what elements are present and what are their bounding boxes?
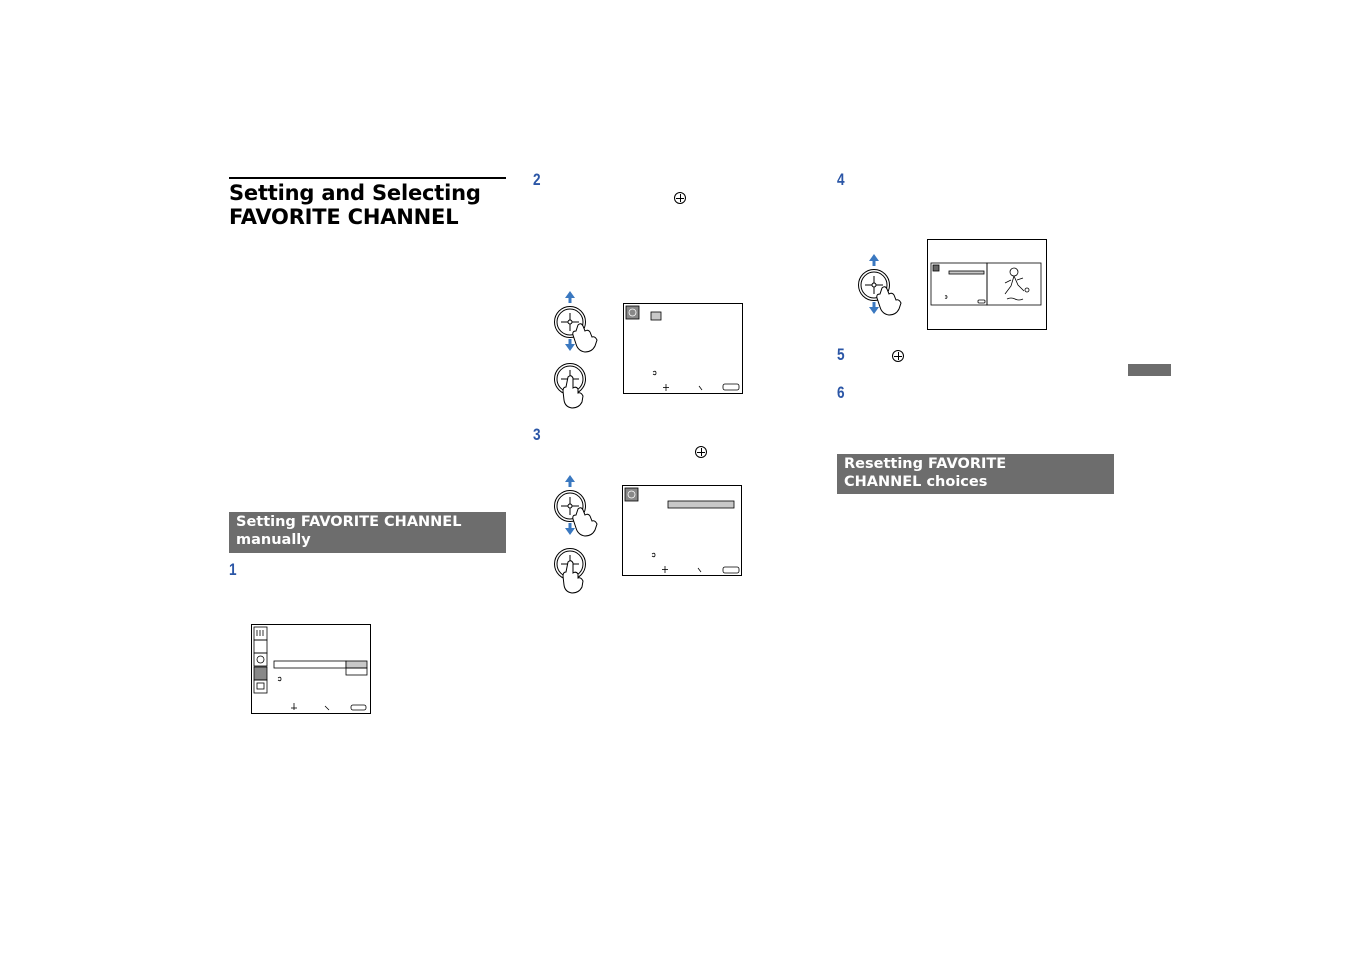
step-number-3: 3: [533, 425, 541, 444]
tv-menu-screen-step2: [623, 303, 743, 394]
menu-screen-graphics: [253, 626, 367, 710]
section-manual-line1: Setting FAVORITE CHANNEL: [236, 514, 462, 530]
tv-screen-step4: [927, 239, 1047, 330]
joystick-hand-icon: [554, 548, 586, 594]
page-title-line2: FAVORITE CHANNEL: [229, 205, 459, 229]
joystick-hand-icon: [858, 269, 902, 316]
arrow-down-icon: [869, 302, 879, 314]
section-header-manual: Setting FAVORITE CHANNEL manually: [229, 512, 506, 553]
joystick-up-down-step4: [858, 254, 902, 316]
enter-button-icon: [892, 350, 904, 362]
step-number-5: 5: [837, 345, 845, 364]
section-reset-line1: Resetting FAVORITE: [844, 456, 1007, 472]
arrow-up-icon: [565, 475, 575, 487]
arrow-down-icon: [565, 523, 575, 535]
step-number-2: 2: [533, 170, 541, 189]
joystick-up-down-step3: [554, 475, 598, 537]
section-reset-line2: CHANNEL choices: [844, 474, 988, 490]
joystick-press-step3: [554, 548, 586, 594]
tv-menu-screen-step1: [251, 624, 371, 714]
step4-screen-graphics: [930, 262, 1041, 305]
tv-menu-screen-step3: [622, 485, 742, 576]
enter-button-icon: [695, 446, 707, 458]
step-number-4: 4: [837, 170, 845, 189]
step-number-6: 6: [837, 383, 845, 402]
step-number-1: 1: [229, 560, 237, 579]
arrow-up-icon: [565, 291, 575, 303]
title-rule: [229, 177, 506, 179]
joystick-up-down-step2: [554, 291, 598, 353]
arrow-up-icon: [869, 254, 879, 266]
joystick-hand-icon: [554, 490, 598, 537]
joystick-hand-icon: [554, 306, 598, 353]
section-header-reset: Resetting FAVORITE CHANNEL choices: [837, 454, 1114, 494]
section-manual-line2: manually: [236, 532, 311, 548]
joystick-press-step2: [554, 363, 586, 409]
step2-screen-graphics: [625, 305, 739, 391]
enter-button-icon: [674, 192, 686, 204]
page-title-line1: Setting and Selecting: [229, 181, 481, 205]
page-title: Setting and Selecting FAVORITE CHANNEL: [229, 181, 519, 229]
step3-screen-graphics: [624, 487, 739, 573]
joystick-hand-icon: [554, 363, 586, 409]
chapter-tab-marker: [1128, 364, 1171, 376]
arrow-down-icon: [565, 339, 575, 351]
